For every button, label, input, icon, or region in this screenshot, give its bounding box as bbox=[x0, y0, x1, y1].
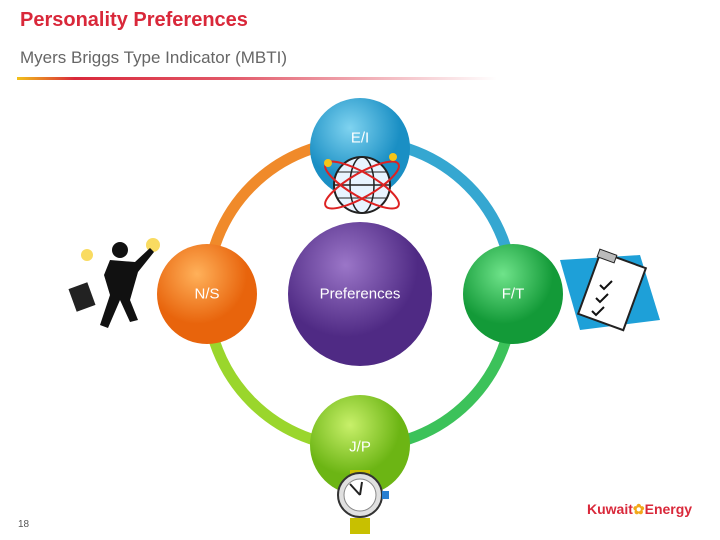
clipboard-icon bbox=[560, 248, 660, 332]
page-number: 18 bbox=[18, 519, 30, 530]
flower-icon: ✿ bbox=[632, 501, 645, 517]
slide-title: Personality Preferences bbox=[20, 9, 248, 31]
node-right-label: F/T bbox=[501, 285, 525, 303]
center-label: Preferences bbox=[319, 285, 401, 303]
businessman-icon bbox=[68, 238, 160, 328]
globe-icon bbox=[324, 153, 400, 214]
center-circle bbox=[288, 222, 432, 366]
node-bottom-circle bbox=[310, 395, 410, 495]
title-divider bbox=[17, 77, 497, 80]
node-left-circle bbox=[157, 244, 257, 344]
node-top-label: E/I bbox=[350, 129, 370, 147]
logo-text-left: Kuwait bbox=[587, 501, 633, 517]
node-left-label: N/S bbox=[194, 285, 220, 303]
company-logo: Kuwait✿Energy bbox=[587, 501, 692, 518]
slide-subtitle: Myers Briggs Type Indicator (MBTI) bbox=[20, 48, 288, 67]
node-bottom-label: J/P bbox=[349, 438, 371, 456]
stopwatch-icon bbox=[337, 470, 389, 534]
logo-text-right: Energy bbox=[644, 501, 693, 517]
node-right-circle bbox=[463, 244, 563, 344]
